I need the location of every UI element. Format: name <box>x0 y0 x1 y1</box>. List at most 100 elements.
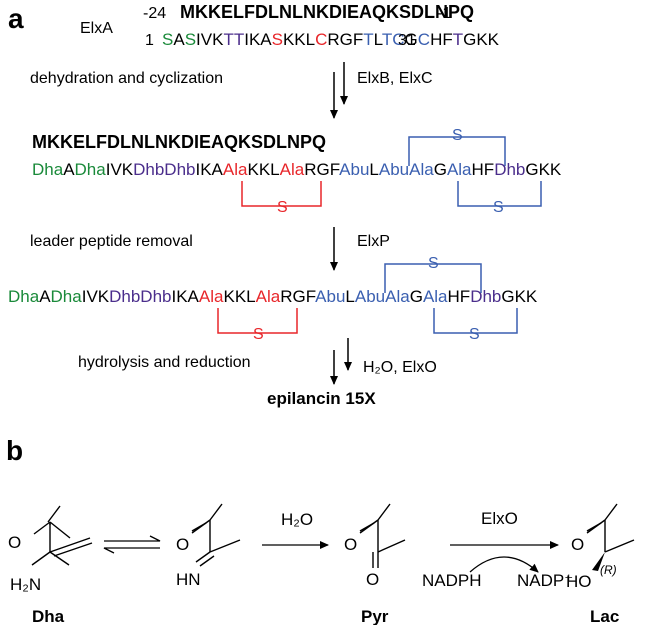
core-segment: RGF <box>327 30 363 49</box>
core-segment: T <box>363 30 373 49</box>
mature-core-segment: HF <box>448 287 471 306</box>
mature-core-segment: A <box>39 287 51 306</box>
core-segment: A <box>173 30 185 49</box>
lac-oxygen: O <box>571 535 584 554</box>
core-segment: IVK <box>196 30 224 49</box>
step2-enzyme: ElxP <box>357 233 390 250</box>
mature-core-segment: IVK <box>82 287 110 306</box>
pyr-oxygen-1: O <box>344 535 357 554</box>
mature-core-segment: AbuAla <box>355 287 410 306</box>
modified-core-segment: Ala <box>447 160 472 179</box>
core-segment: IKA <box>244 30 272 49</box>
lac-label: Lac <box>590 607 619 625</box>
modified-core-segment: DhbDhb <box>133 160 195 179</box>
intermediate-bridges <box>241 136 542 207</box>
modified-core-segment: Abu <box>339 160 369 179</box>
mature-core-segment: L <box>345 287 354 306</box>
modified-core-segment: KKL <box>247 160 279 179</box>
leader-sequence: MKKELFDLNLNKDIEAQKSDLNPQ <box>180 2 474 22</box>
modified-core-segment: RGF <box>304 160 340 179</box>
mature-blue-bridge-bottom <box>433 308 518 334</box>
panel-b-label: b <box>6 435 23 466</box>
equilibrium-arrows <box>103 535 161 554</box>
core-segment: L <box>374 30 383 49</box>
step2-label: leader peptide removal <box>30 233 193 250</box>
panel-a-label: a <box>8 3 24 34</box>
mature-blue-bridge-top <box>384 263 482 293</box>
mature-core-segment: Dhb <box>470 287 501 306</box>
dha-wavy-bond <box>47 505 61 523</box>
modified-core-segment: Dhb <box>494 160 525 179</box>
mature-core-segment: Ala <box>256 287 281 306</box>
mature-core-segment: DhbDhb <box>109 287 171 306</box>
modified-core-segment: GKK <box>525 160 562 179</box>
core-segment: S <box>272 30 283 49</box>
core-segment: TT <box>223 30 244 49</box>
mature-red-bridge <box>217 308 298 334</box>
mature-red-bridge-sulfur: S <box>253 326 264 343</box>
core-segment: TC <box>382 30 405 49</box>
blue-bridge-top-sulfur: S <box>452 127 463 144</box>
lac-structure <box>586 503 635 553</box>
core-segment: GKK <box>463 30 500 49</box>
product-name: epilancin 15X <box>267 389 376 408</box>
mature-core-segment: Dha <box>8 287 40 306</box>
mature-core-segment: G <box>410 287 423 306</box>
red-bridge <box>241 181 322 207</box>
lac-stereo-label: (R) <box>600 563 617 577</box>
elxo-enzyme: ElxO <box>481 509 518 528</box>
step1-label: dehydration and cyclization <box>30 70 223 87</box>
cofactor-curved-arrow <box>469 556 539 573</box>
blue-bridge-bottom-sulfur: S <box>493 199 504 216</box>
modified-core-segment: Ala <box>280 160 305 179</box>
lac-wedge-bond <box>592 552 605 571</box>
pyr-structure <box>359 503 406 568</box>
mature-blue-bridge-bottom-sulfur: S <box>469 326 480 343</box>
intermediate-leader-sequence: MKKELFDLNLNKDIEAQKSDLNPQ <box>32 132 326 152</box>
dha-label: Dha <box>32 607 65 625</box>
step3-label: hydrolysis and reduction <box>78 354 251 371</box>
dha-structure <box>31 505 93 566</box>
leader-start-number: -24 <box>143 5 166 22</box>
mature-core-segment: KKL <box>223 287 255 306</box>
imine-structure <box>191 503 241 567</box>
pyr-label: Pyr <box>361 607 389 625</box>
core-sequence: SASIVKTTIKASKKLCRGFTLTCGCHFTGKK <box>162 30 500 49</box>
mature-blue-bridge-top-sulfur: S <box>428 255 439 272</box>
leader-end-number: -1 <box>437 5 451 22</box>
lac-hydroxyl: HO <box>566 572 592 591</box>
modified-core-segment: Dha <box>75 160 107 179</box>
mature-core-segment: RGF <box>280 287 316 306</box>
blue-bridge-bottom <box>457 181 542 207</box>
mature-bridges <box>217 263 518 334</box>
core-end-number: 31 <box>398 32 416 49</box>
red-bridge-sulfur: S <box>277 199 288 216</box>
mature-core-segment: Ala <box>199 287 224 306</box>
core-segment: S <box>162 30 173 49</box>
mature-core-segment: IKA <box>172 287 200 306</box>
elxa-label: ElxA <box>80 20 113 37</box>
modified-core-segment: AbuAla <box>379 160 434 179</box>
modified-core-segment: Dha <box>32 160 64 179</box>
modified-core-segment: L <box>369 160 378 179</box>
nadph-cofactor: NADPH <box>422 571 482 590</box>
pyr-oxygen-2: O <box>366 570 379 589</box>
core-segment: HF <box>430 30 453 49</box>
imine-nitrogen: HN <box>176 570 201 589</box>
core-segment: KKL <box>283 30 315 49</box>
mature-core-segment: GKK <box>501 287 538 306</box>
modified-core-segment: HF <box>472 160 495 179</box>
modified-core-segment: IVK <box>106 160 134 179</box>
core-segment: G <box>405 30 418 49</box>
mature-core-segment: Ala <box>423 287 448 306</box>
core-segment: S <box>185 30 196 49</box>
blue-bridge-top <box>408 136 506 166</box>
mature-core-sequence: DhaADhaIVKDhbDhbIKAAlaKKLAlaRGFAbuLAbuAl… <box>8 287 538 306</box>
modified-core-segment: IKA <box>196 160 224 179</box>
nadp-cofactor: NADP⁺ <box>517 571 573 590</box>
imine-oxygen: O <box>176 535 189 554</box>
water-reagent: H₂O <box>281 510 313 529</box>
modified-core-segment: A <box>63 160 75 179</box>
